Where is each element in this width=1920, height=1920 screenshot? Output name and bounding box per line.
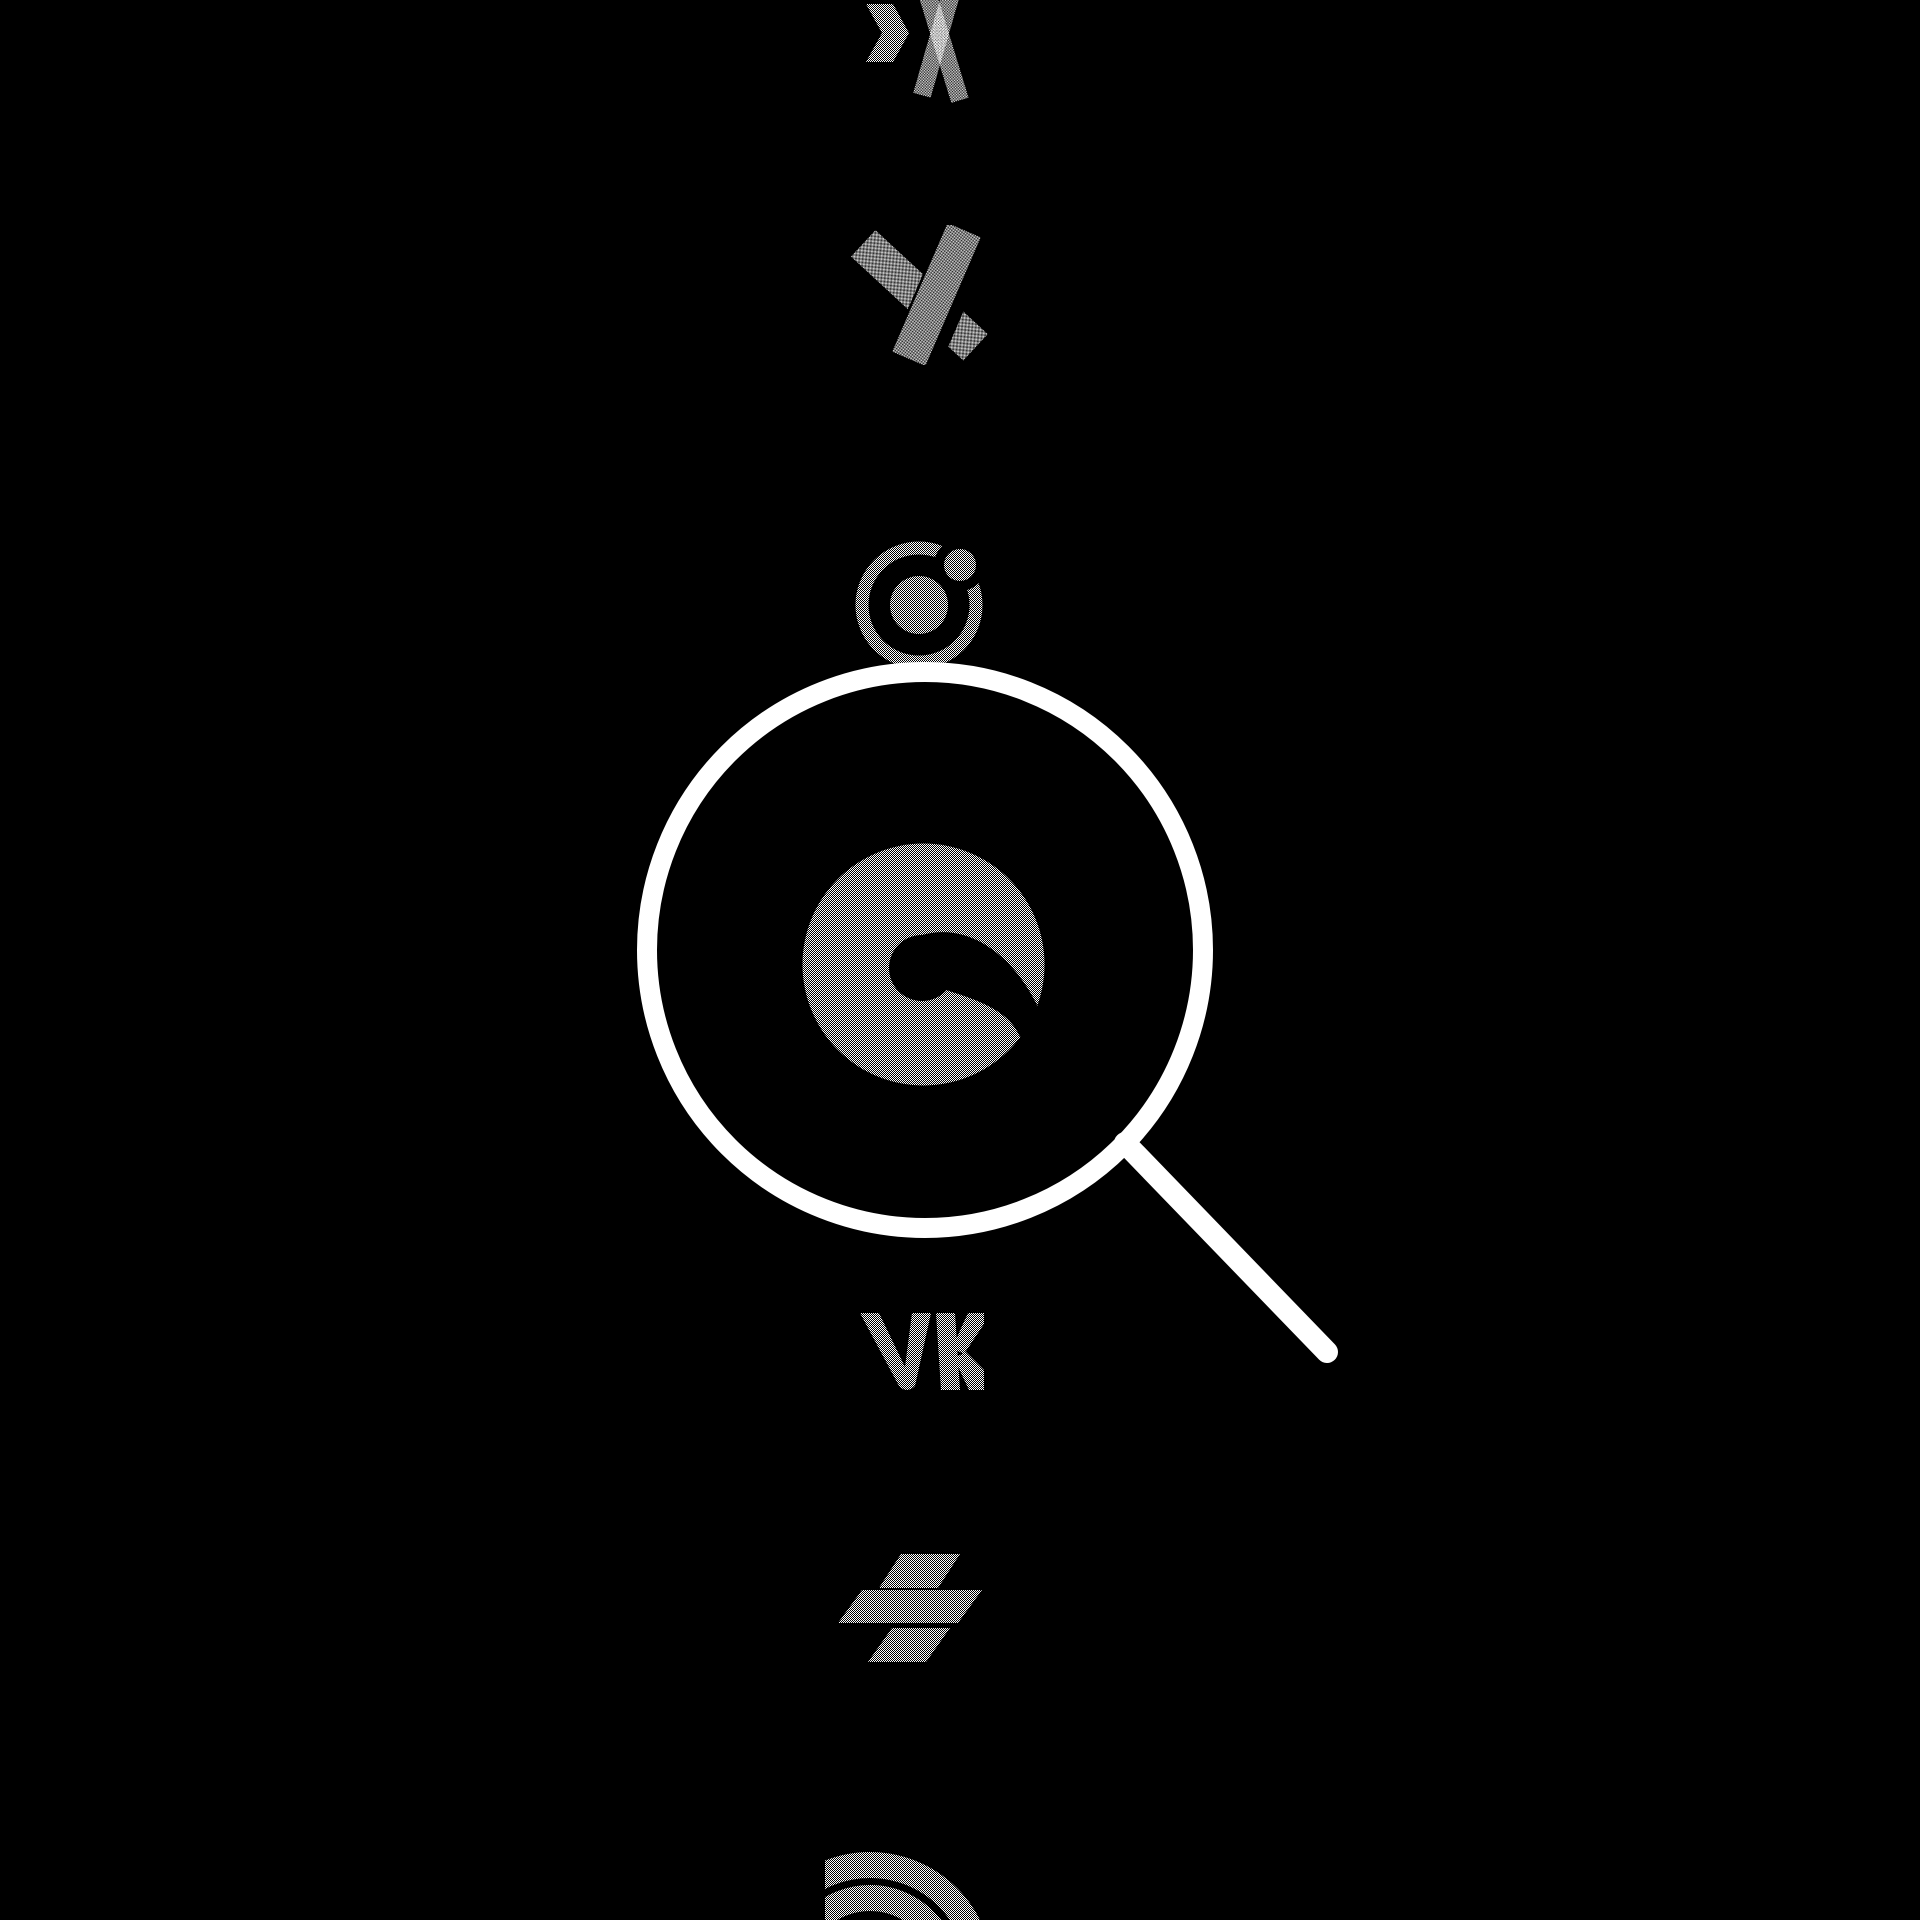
stripe-top	[879, 1554, 960, 1588]
slanted-stripes-icon[interactable]	[835, 1548, 985, 1668]
xing-x-bar-2	[914, 0, 969, 103]
stripe-middle	[838, 1590, 982, 1623]
ionic-ring	[855, 541, 983, 669]
rss-inner-wave	[825, 1885, 942, 1920]
xing-chevron-shape	[866, 4, 909, 62]
vk-k-lower-arm	[954, 1352, 984, 1390]
stripe-bottom	[868, 1628, 950, 1662]
swirl-head-cutout	[889, 935, 955, 1001]
xing-icon[interactable]	[855, 0, 975, 106]
ribbon-se	[892, 225, 981, 365]
magnifier-lens-icon	[637, 662, 1213, 1238]
ionic-core	[890, 576, 948, 634]
vk-k-stem	[936, 1313, 960, 1390]
crossed-ribbons-icon[interactable]	[850, 225, 990, 365]
ionic-icon[interactable]	[850, 535, 990, 675]
rss-icon[interactable]	[825, 1838, 1015, 1920]
vk-icon[interactable]	[856, 1312, 988, 1392]
swirl-icon[interactable]	[790, 830, 1060, 1100]
rss-outer-wave	[825, 1852, 981, 1920]
ionic-satellite-dot	[944, 549, 976, 581]
vk-letter-v	[860, 1313, 931, 1390]
magnifier-handle-icon	[1114, 1132, 1338, 1363]
vk-k-upper-arm	[952, 1313, 984, 1354]
